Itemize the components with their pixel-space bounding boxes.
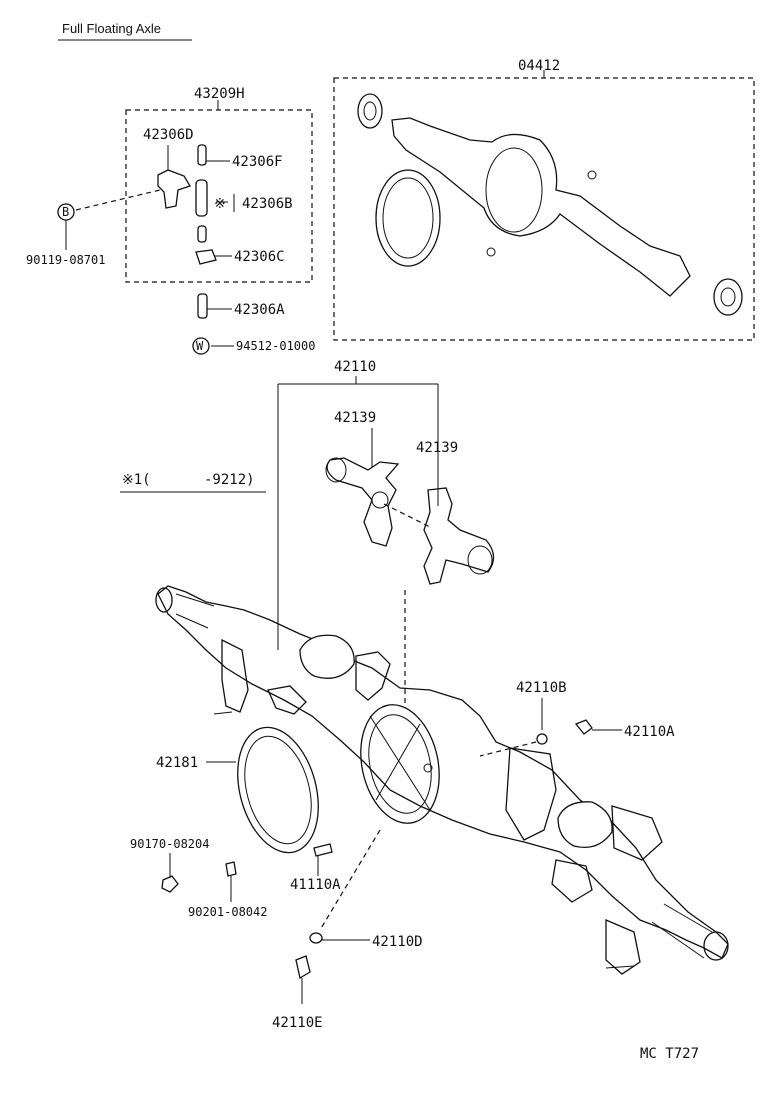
label-42139-right: 42139 bbox=[416, 440, 458, 456]
label-42139-left: 42139 bbox=[334, 410, 376, 426]
gasket-42181 bbox=[237, 726, 319, 854]
label-42306C: 42306C bbox=[234, 249, 285, 265]
label-42181: 42181 bbox=[156, 755, 198, 771]
kit-04412-group: 04412 bbox=[333, 58, 755, 341]
note-code: -9212) bbox=[204, 472, 255, 488]
housing-42110-group: 42110 42139 42139 ※1( -9212) bbox=[120, 359, 729, 1031]
tube-42306B bbox=[195, 179, 208, 217]
washer-42110D bbox=[309, 932, 323, 944]
union-42306A bbox=[197, 293, 208, 319]
label-90170-08204: 90170-08204 bbox=[130, 837, 209, 851]
mount-right bbox=[505, 747, 557, 841]
label-42110B: 42110B bbox=[516, 680, 567, 696]
mount-left bbox=[221, 638, 249, 713]
nut-90170-08204 bbox=[161, 875, 179, 893]
washer-symbol-w bbox=[192, 337, 210, 355]
spindle-left bbox=[155, 587, 173, 613]
note-mark: ※1( bbox=[122, 472, 151, 488]
label-90201-08042: 90201-08042 bbox=[188, 905, 267, 919]
bracket-42306D bbox=[157, 169, 191, 209]
gasket-ring bbox=[375, 169, 441, 267]
axle-housing-sketch-small bbox=[391, 117, 691, 297]
mark-42306B: ※ bbox=[214, 196, 226, 212]
footer-code: MC T727 bbox=[640, 1046, 699, 1062]
diagram-title: Full Floating Axle bbox=[62, 21, 161, 36]
breather-43209H-group: 43209H 42306D 42306F ※ 42306B 42306C 423… bbox=[26, 86, 315, 355]
label-42110D: 42110D bbox=[372, 934, 423, 950]
stud-41110A bbox=[313, 843, 333, 857]
label-90119-08701: 90119-08701 bbox=[26, 253, 105, 267]
symbol-b-letter: B bbox=[62, 205, 69, 219]
diff-opening bbox=[360, 704, 440, 824]
label-04412: 04412 bbox=[518, 58, 560, 74]
clamp-42306C bbox=[195, 249, 217, 265]
label-42306B: 42306B bbox=[242, 196, 293, 212]
kit-04412-box bbox=[333, 77, 755, 341]
axle-housing-main bbox=[157, 585, 729, 959]
spindle-right bbox=[703, 931, 729, 961]
hose-42306F bbox=[197, 144, 207, 166]
plug-42110A bbox=[574, 719, 593, 735]
spring-seat-left bbox=[299, 634, 355, 679]
label-42306D: 42306D bbox=[143, 127, 194, 143]
spring-seat-right bbox=[557, 801, 613, 849]
kit-43209H-box bbox=[125, 109, 313, 283]
label-43209H: 43209H bbox=[194, 86, 245, 102]
label-94512-01000: 94512-01000 bbox=[236, 339, 315, 353]
symbol-w-letter: W bbox=[196, 339, 204, 353]
seal-ring-left bbox=[357, 93, 383, 129]
washer-90201-08042 bbox=[225, 861, 237, 877]
label-42110E: 42110E bbox=[272, 1015, 323, 1031]
plug-42110B bbox=[536, 733, 548, 745]
bracket-42139-right bbox=[423, 487, 495, 585]
label-41110A: 41110A bbox=[290, 877, 341, 893]
plug-42110E bbox=[295, 955, 311, 980]
label-42110A: 42110A bbox=[624, 724, 675, 740]
label-42306A: 42306A bbox=[234, 302, 285, 318]
seal-ring-right bbox=[713, 278, 743, 316]
label-42110: 42110 bbox=[334, 359, 376, 375]
label-42306F: 42306F bbox=[232, 154, 283, 170]
